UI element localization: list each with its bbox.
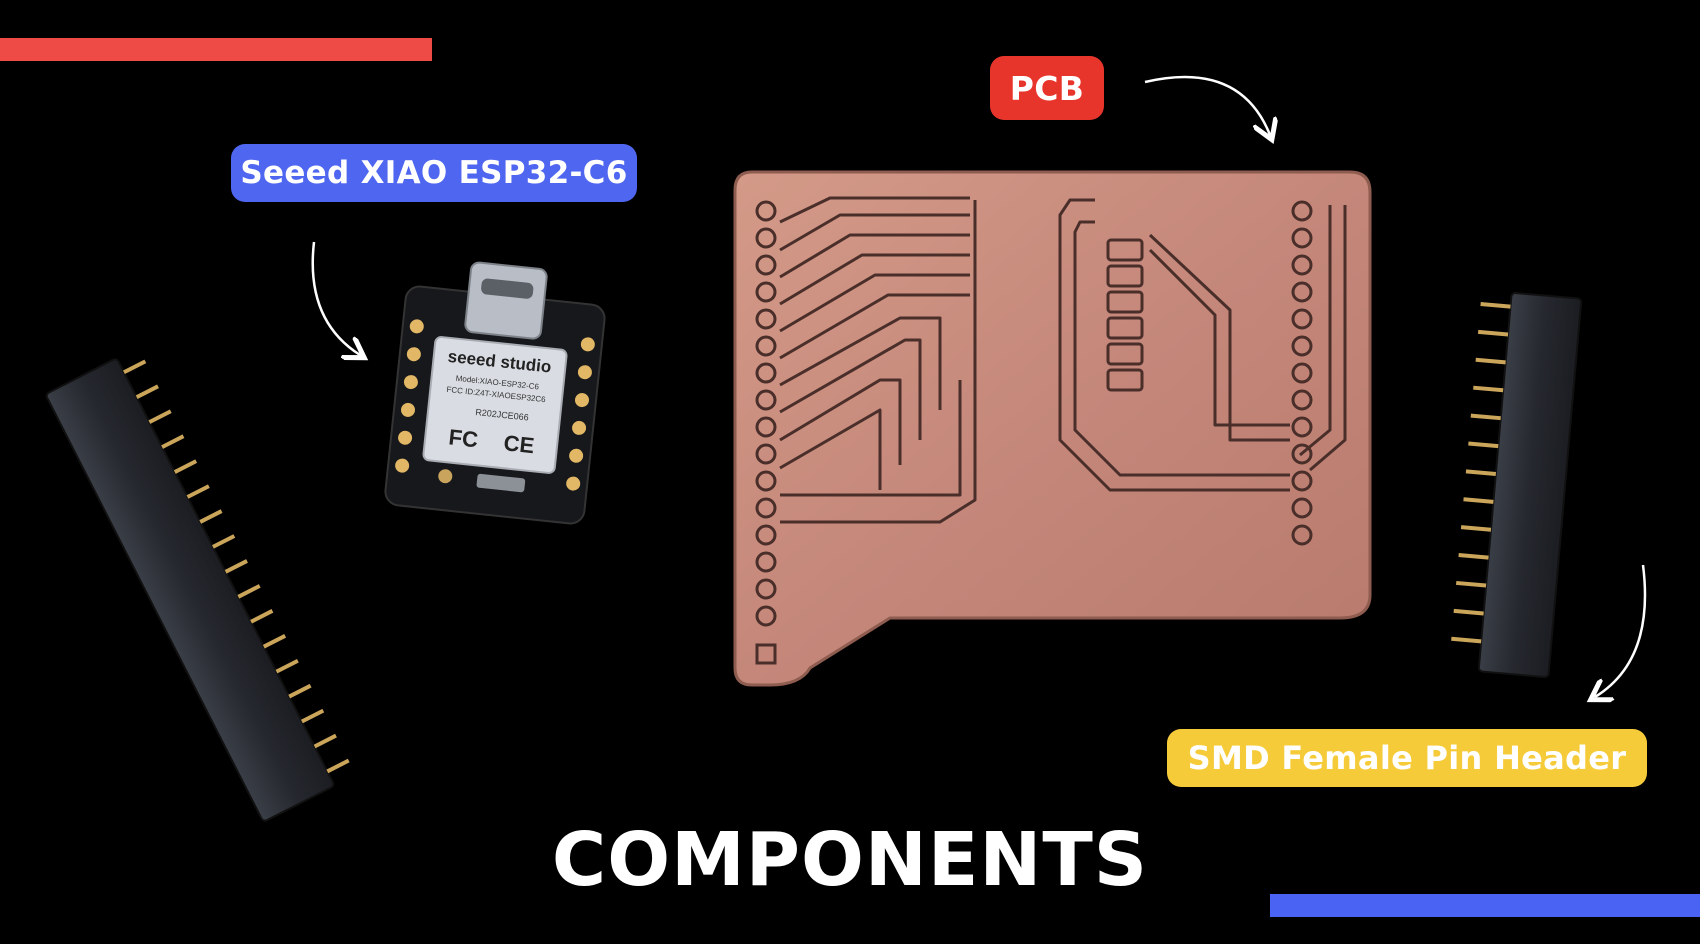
pcb-board (733, 170, 1372, 687)
rf-shield (422, 336, 568, 474)
svg-text:CE: CE (503, 430, 536, 458)
pcb-label: PCB (990, 56, 1104, 120)
blue-accent-bar (1270, 894, 1700, 917)
xiao-module: seeed studio Model:XIAO-ESP32-C6 FCC ID:… (384, 261, 606, 525)
smd-header-label: SMD Female Pin Header (1167, 729, 1647, 787)
usb-c-connector (464, 261, 548, 340)
red-accent-bar (0, 38, 432, 61)
left-pin-header (45, 358, 350, 822)
xiao-arrow (311, 241, 360, 355)
page-title: COMPONENTS (551, 817, 1149, 903)
pcb-arrow (1144, 75, 1270, 135)
right-pin-header (1451, 292, 1583, 678)
xiao-label: Seeed XIAO ESP32-C6 (231, 144, 637, 202)
svg-text:FC: FC (447, 424, 479, 452)
smd-arrow (1595, 564, 1647, 697)
